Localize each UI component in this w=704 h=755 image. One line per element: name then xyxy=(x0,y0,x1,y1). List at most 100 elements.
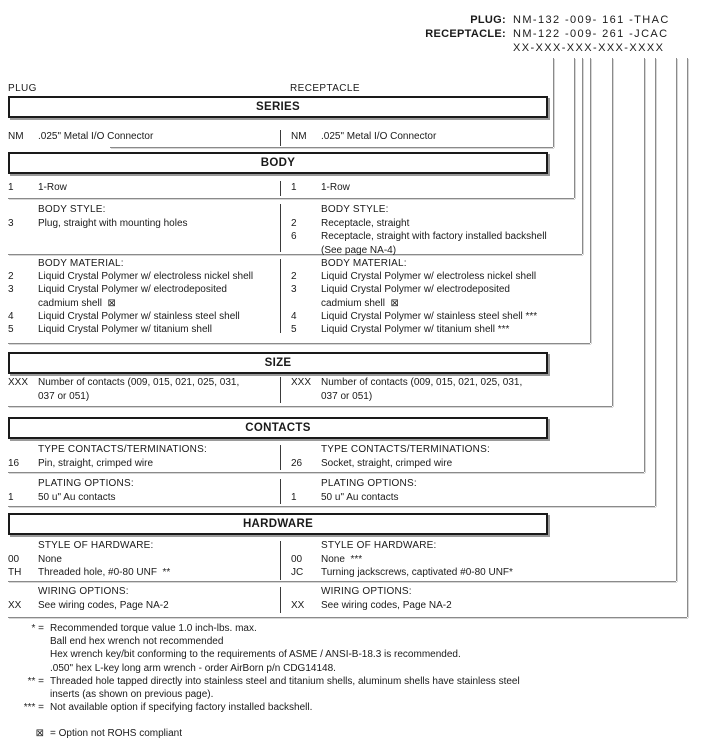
receptacle-pn-value: NM-122 -009- 261 -JCAC xyxy=(513,28,669,40)
footnote-text: Recommended torque value 1.0 inch-lbs. m… xyxy=(50,623,257,634)
connector-line-wiring-v xyxy=(687,58,688,617)
subsection-heading: PLATING OPTIONS: xyxy=(38,478,134,489)
option-row: 3 Liquid Crystal Polymer w/ electrodepos… xyxy=(8,283,279,296)
footnote-text: .050" hex L-key long arm wrench - order … xyxy=(50,662,336,674)
option-row: (See page NA-4) xyxy=(291,244,548,258)
option-desc: cadmium shell ⊠ xyxy=(38,297,116,309)
footnote-line: inserts (as shown on previous page). xyxy=(8,688,700,701)
separator-size xyxy=(8,406,612,407)
option-desc: 50 u" Au contacts xyxy=(321,491,399,503)
not-rohs-compliant-icon: ⊠ xyxy=(35,728,44,739)
subsection-heading: BODY MATERIAL: xyxy=(38,258,124,269)
option-code xyxy=(291,390,321,404)
option-code: XX xyxy=(8,599,22,611)
option-desc: Number of contacts (009, 015, 021, 025, … xyxy=(321,377,523,388)
option-code: 4 xyxy=(8,310,14,322)
option-desc: cadmium shell ⊠ xyxy=(321,297,399,309)
footnote-marker xyxy=(8,648,44,661)
option-desc: None xyxy=(38,553,62,565)
subsection-heading: TYPE CONTACTS/TERMINATIONS: xyxy=(321,444,490,455)
connector-line-contacttype-v xyxy=(644,58,645,472)
option-desc: Socket, straight, crimped wire xyxy=(321,457,453,469)
option-row: 5 Liquid Crystal Polymer w/ titanium she… xyxy=(8,323,279,336)
option-code: 26 xyxy=(291,457,303,469)
option-desc: Receptacle, straight with factory instal… xyxy=(321,231,547,242)
footnote-line: *** = Not available option if specifying… xyxy=(8,701,700,714)
connector-line-series-v xyxy=(553,58,554,147)
separator-wiring xyxy=(8,617,687,618)
option-code xyxy=(291,297,321,310)
subsection-heading: STYLE OF HARDWARE: xyxy=(321,540,437,551)
option-code: XXX xyxy=(8,377,29,388)
separator-series xyxy=(110,147,553,148)
option-desc: Liquid Crystal Polymer w/ electroless ni… xyxy=(321,271,537,283)
option-code: XXX xyxy=(291,377,312,388)
footnote-text: inserts (as shown on previous page). xyxy=(50,689,214,701)
option-code xyxy=(8,297,38,310)
rohs-note-text: = Option not ROHS compliant xyxy=(50,728,183,739)
option-code: NM xyxy=(8,131,24,142)
subsection-heading: WIRING OPTIONS: xyxy=(321,586,412,597)
footnote-line: Ball end hex wrench not recommended xyxy=(8,635,700,648)
series-receptacle-row: NM .025" Metal I/O Connector xyxy=(291,130,548,144)
option-row: cadmium shell ⊠ xyxy=(291,297,548,310)
separator-bodyrow xyxy=(8,198,574,199)
option-row: XX See wiring codes, Page NA-2 xyxy=(8,599,279,613)
option-desc: Liquid Crystal Polymer w/ titanium shell xyxy=(38,324,212,336)
footnote-marker xyxy=(8,635,44,648)
separator-bodymaterial xyxy=(8,343,590,344)
body-row-receptacle: 1 1-Row xyxy=(291,181,548,195)
option-desc: See wiring codes, Page NA-2 xyxy=(321,599,452,611)
option-row: JC Turning jackscrews, captivated #0-80 … xyxy=(291,566,548,580)
separator-hardware xyxy=(8,581,676,582)
option-desc: 037 or 051) xyxy=(38,390,90,402)
subsection-heading: PLATING OPTIONS: xyxy=(321,478,417,489)
separator-contacttype xyxy=(8,472,644,473)
option-desc: None *** xyxy=(321,553,363,565)
option-row: 5 Liquid Crystal Polymer w/ titanium she… xyxy=(291,323,548,336)
column-divider xyxy=(280,130,281,146)
option-desc: Liquid Crystal Polymer w/ electroless ni… xyxy=(38,271,254,283)
option-row: 16 Pin, straight, crimped wire xyxy=(8,457,279,471)
footnote-text: Threaded hole tapped directly into stain… xyxy=(50,675,520,687)
option-code: 3 xyxy=(8,284,14,296)
option-desc: Pin, straight, crimped wire xyxy=(38,457,154,469)
option-code: 3 xyxy=(8,217,14,229)
option-code: 00 xyxy=(291,553,303,565)
option-code xyxy=(8,390,38,404)
option-row: 4 Liquid Crystal Polymer w/ stainless st… xyxy=(8,310,279,323)
option-code: 1 xyxy=(8,491,14,503)
option-desc: Threaded hole, #0-80 UNF ** xyxy=(38,567,171,578)
option-row: 3 Plug, straight with mounting holes xyxy=(8,217,279,231)
option-code: 1 xyxy=(8,182,14,193)
option-desc: 1-Row xyxy=(321,182,350,193)
series-plug-row: NM .025" Metal I/O Connector xyxy=(8,130,279,144)
subsection-heading: TYPE CONTACTS/TERMINATIONS: xyxy=(38,444,207,455)
option-code: 5 xyxy=(291,324,297,336)
separator-bodystyle xyxy=(8,254,582,255)
option-code: 1 xyxy=(291,182,297,193)
footnote-line: ** = Threaded hole tapped directly into … xyxy=(8,675,700,688)
subsection-heading: BODY STYLE: xyxy=(38,204,106,215)
footnote-line: .050" hex L-key long arm wrench - order … xyxy=(8,662,700,675)
footnote-marker xyxy=(8,688,44,701)
option-code: 6 xyxy=(291,231,297,242)
size-title: SIZE xyxy=(264,357,292,369)
connector-line-bodystyle-v xyxy=(582,58,583,254)
footnote-text: Ball end hex wrench not recommended xyxy=(50,636,224,648)
contacts-header-box: CONTACTS xyxy=(8,417,548,439)
connector-line-size-v xyxy=(612,58,613,406)
footnote-marker: * = xyxy=(31,623,44,634)
contacts-title: CONTACTS xyxy=(245,422,311,434)
column-divider xyxy=(280,259,281,333)
plug-pn-label: PLUG: xyxy=(470,14,506,26)
option-code: 16 xyxy=(8,457,20,469)
option-code: NM xyxy=(291,131,307,142)
column-divider xyxy=(280,587,281,613)
option-desc: Liquid Crystal Polymer w/ titanium shell… xyxy=(321,324,510,336)
option-code: 2 xyxy=(291,217,297,229)
option-row: 6 Receptacle, straight with factory inst… xyxy=(291,230,548,244)
column-divider xyxy=(280,479,281,504)
footnote-marker: ** = xyxy=(27,675,44,687)
